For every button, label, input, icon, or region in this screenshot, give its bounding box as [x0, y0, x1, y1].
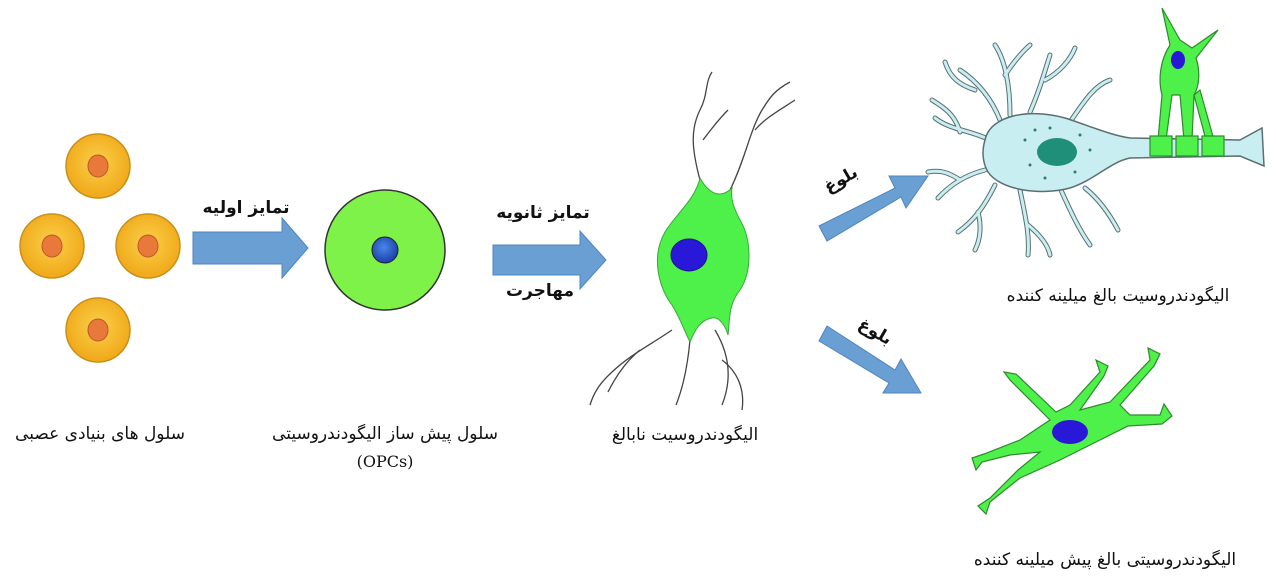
neuron-nucleus — [1037, 138, 1077, 166]
stem-cell-left — [20, 214, 84, 278]
migration-label: مهاجرت — [495, 281, 585, 301]
myelin-sheath-2 — [1176, 136, 1198, 156]
myelinating-oligodendrocyte-group — [928, 8, 1264, 255]
myelin-sheath-3 — [1202, 136, 1224, 156]
stem-cell-right — [116, 214, 180, 278]
opc-cell — [325, 190, 445, 310]
stem-cell-bottom — [66, 298, 130, 362]
premyelinating-oligodendrocyte — [972, 348, 1172, 514]
opc-label: سلول پیش ساز الیگودندروسیتی — [250, 424, 520, 444]
immature-oligodendrocyte-label: الیگودندروسیت نابالغ — [580, 425, 790, 445]
immature-oligodendrocyte-nucleus — [671, 239, 707, 271]
myelinating-oligodendrocyte-nucleus — [1171, 51, 1185, 69]
nsc-label: سلول های بنیادی عصبی — [0, 424, 200, 444]
stem-cell-top — [66, 134, 130, 198]
myelinating-oligodendrocyte-label: الیگودندروسیت بالغ میلینه کننده — [968, 286, 1268, 306]
myelin-sheath-1 — [1150, 136, 1172, 156]
secondary-differentiation-label: تمایز ثانویه — [488, 203, 598, 223]
primary-differentiation-label: تمایز اولیه — [196, 198, 296, 218]
neural-stem-cells — [20, 134, 180, 362]
opc-abbr: (OPCs) — [320, 452, 450, 471]
premyelinating-oligodendrocyte-nucleus — [1052, 420, 1088, 444]
primary-differentiation-arrow — [193, 218, 308, 278]
premyelinating-oligodendrocyte-label: الیگودندروسیتی بالغ پیش میلینه کننده — [940, 550, 1270, 570]
immature-oligodendrocyte — [590, 72, 795, 410]
